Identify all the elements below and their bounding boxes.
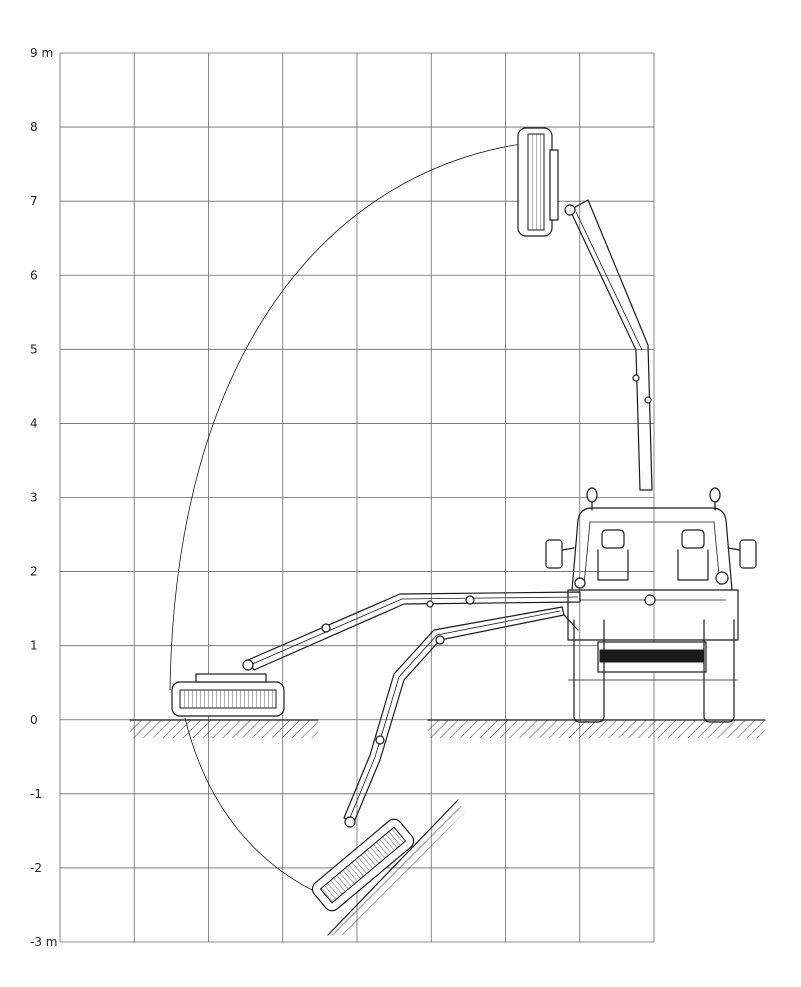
mower-head-vertical: [517, 127, 559, 237]
y-tick-label: 1: [30, 639, 38, 653]
mower-head-slope: [311, 818, 415, 912]
grid: [59, 52, 655, 943]
y-tick-label: 3: [30, 491, 38, 505]
y-tick-label: 6: [30, 268, 38, 282]
reach-arc-lower: [184, 717, 319, 894]
y-tick-label: 5: [30, 342, 38, 356]
ground-slope: [327, 799, 465, 936]
y-tick-label: 4: [30, 416, 38, 430]
y-tick-label: -1: [30, 787, 42, 801]
arm-position-vertical: [564, 199, 653, 491]
reach-arc: [169, 142, 529, 691]
ground-right: [427, 719, 766, 738]
tractor-front-view: [545, 487, 757, 723]
y-tick-label: 0: [30, 713, 38, 727]
mower-head-horizontal: [171, 673, 285, 717]
ground-left: [129, 719, 319, 738]
y-tick-label: 8: [30, 120, 38, 134]
y-tick-label: 7: [30, 194, 38, 208]
arm-position-slope: [343, 606, 579, 828]
y-tick-label: -2: [30, 861, 42, 875]
arm-position-horizontal: [242, 591, 581, 671]
y-axis-ticks: 9 m 8 7 6 5 4 3 2 1 0 -1 -2 -3 m: [30, 46, 57, 949]
y-tick-label: 9 m: [30, 46, 53, 60]
y-tick-label: 2: [30, 565, 38, 579]
y-tick-label: -3 m: [30, 935, 57, 949]
